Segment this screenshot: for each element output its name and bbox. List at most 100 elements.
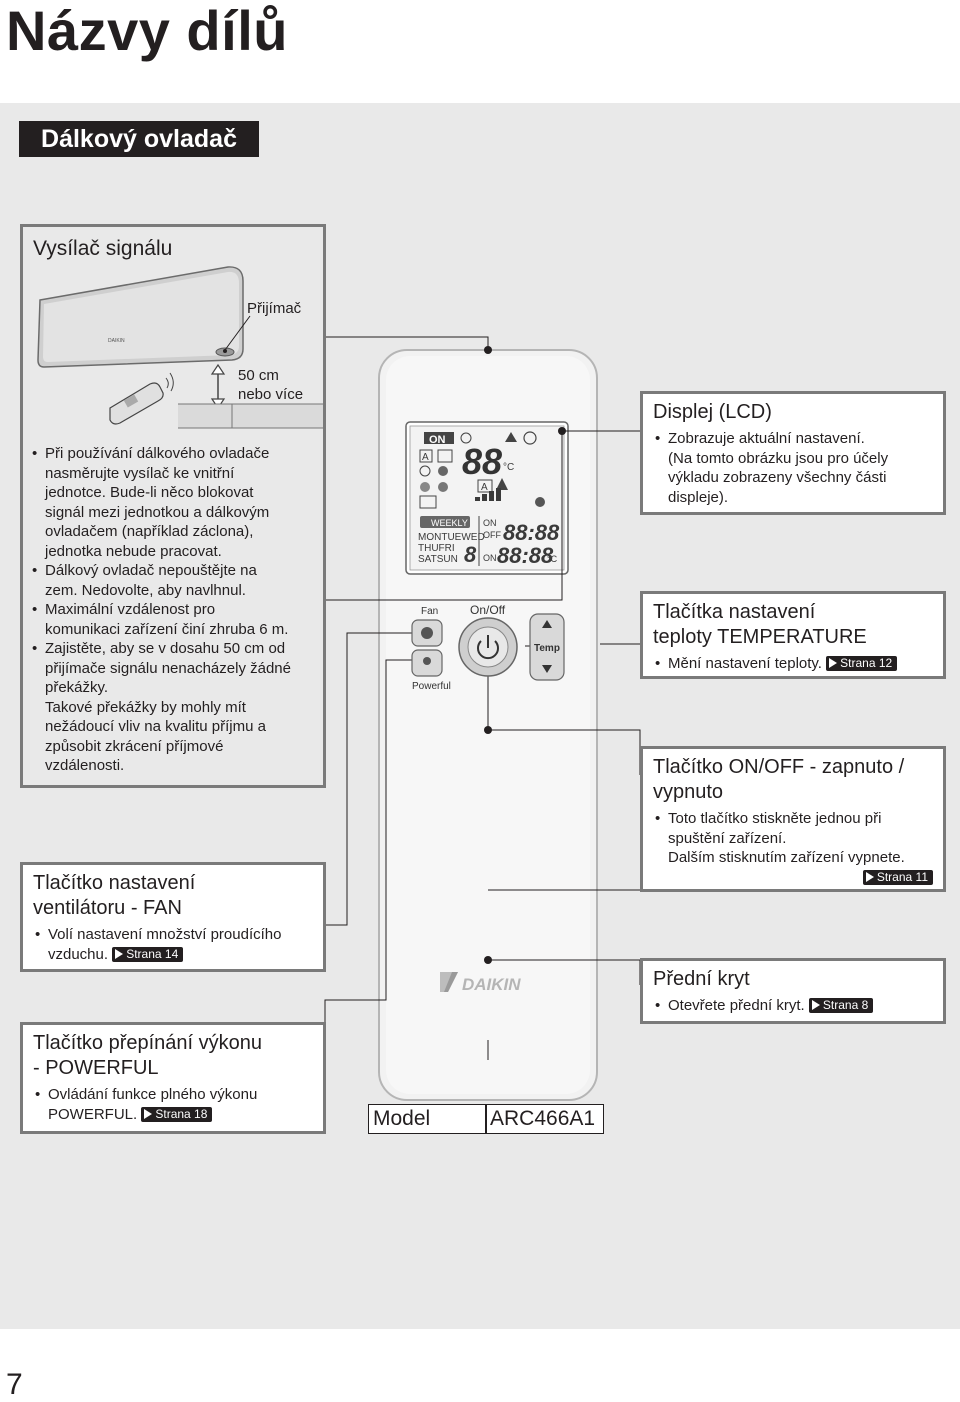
text-line: Zobrazuje aktuální nastavení. bbox=[668, 430, 865, 447]
handheld-remote-illustration bbox=[109, 372, 174, 425]
signal-bullet-1: Při používání dálkového ovladače nasměru… bbox=[30, 444, 322, 561]
signal-heading: Vysílač signálu bbox=[33, 237, 173, 260]
model-divider bbox=[485, 1105, 487, 1133]
powerful-heading-2: - POWERFUL bbox=[33, 1057, 159, 1079]
onoff-heading-2: vypnuto bbox=[653, 781, 724, 803]
arrow-icon bbox=[144, 1108, 153, 1119]
remote-buttons: Fan Powerful On/Off Temp DAIKIN bbox=[411, 603, 565, 994]
ref-text: Strana 14 bbox=[126, 946, 179, 961]
text-line: spuštění zařízení. bbox=[668, 829, 787, 847]
model-label: Model bbox=[373, 1107, 431, 1130]
text-line: Zajistěte, aby se v dosahu 50 cm od bbox=[45, 640, 286, 657]
temperature-heading-2: teploty TEMPERATURE bbox=[653, 626, 867, 648]
signal-bullet-3: Maximální vzdálenost pro komunikaci zaří… bbox=[30, 600, 322, 639]
text-line: Mění nastavení teploty. bbox=[668, 655, 822, 672]
model-box: Model ARC466A1 bbox=[368, 1104, 604, 1134]
display-callout-box: Displej (LCD) Zobrazuje aktuální nastave… bbox=[640, 391, 946, 515]
powerful-heading-1: Tlačítko přepínání výkonu bbox=[33, 1032, 263, 1054]
text-line: vzduchu. bbox=[48, 945, 109, 963]
lcd-day-digit: 8 bbox=[464, 542, 477, 567]
powerful-label: Powerful bbox=[412, 681, 451, 692]
arrow-icon bbox=[115, 948, 124, 959]
fan-heading-1: Tlačítko nastavení bbox=[33, 872, 196, 894]
fan-callout-box: Tlačítko nastavení ventilátoru - FAN Vol… bbox=[20, 862, 326, 972]
text-line: nasměrujte vysílač ke vnitřní bbox=[45, 464, 235, 482]
distance-label: 50 cm nebo více bbox=[238, 366, 303, 404]
text-line: překážky. bbox=[45, 679, 109, 696]
text-line: přijímače signálu nenacházely žádné bbox=[45, 659, 291, 677]
text-line: Při používání dálkového ovladače bbox=[45, 445, 270, 462]
arrow-icon bbox=[865, 871, 874, 882]
ref-text: Strana 12 bbox=[840, 656, 893, 670]
unit-brand-label: DAIKIN bbox=[108, 338, 125, 344]
text-line: způsobit zkrácení příjmové bbox=[45, 737, 224, 755]
temperature-heading-1: Tlačítka nastavení bbox=[653, 601, 816, 623]
powerful-page-ref: Strana 18 bbox=[141, 1106, 213, 1122]
text-line: jednotka nebude pracovat. bbox=[45, 542, 222, 560]
signal-transmitter-box: Vysílač signálu bbox=[20, 224, 326, 788]
lcd-on-text: ON bbox=[429, 434, 446, 446]
lcd-on-small: ON bbox=[483, 518, 497, 528]
text-line: displeje). bbox=[668, 488, 729, 506]
lcd-time-2: 88:88 bbox=[497, 543, 554, 568]
onoff-label: On/Off bbox=[470, 603, 506, 617]
temperature-callout-box: Tlačítka nastavení teploty TEMPERATURE M… bbox=[640, 591, 946, 679]
ref-text: Strana 11 bbox=[876, 869, 928, 884]
ref-text: Strana 8 bbox=[822, 998, 869, 1012]
receiver-label: Přijímač bbox=[247, 300, 302, 317]
text-line: ovladačem (například záclona), bbox=[45, 523, 254, 540]
fan-bullet: Volí nastavení množství proudícího vzduc… bbox=[33, 925, 313, 964]
front-bullet: Otevřete přední kryt. Strana 8 bbox=[653, 996, 933, 1016]
lcd-time-1: 88:88 bbox=[503, 520, 560, 545]
lcd-mode-a2: A bbox=[481, 482, 488, 493]
text-line: nežádoucí vliv na kvalitu příjmu a bbox=[45, 718, 266, 735]
fan-heading-2: ventilátoru - FAN bbox=[33, 897, 182, 919]
display-heading: Displej (LCD) bbox=[653, 401, 772, 423]
text-line: výkladu zobrazeny všechny části bbox=[668, 469, 887, 486]
powerful-bullet: Ovládání funkce plného výkonu POWERFUL. … bbox=[33, 1085, 313, 1124]
text-line: jednotce. Bude-li něco blokovat bbox=[45, 484, 254, 501]
text-line: Toto tlačítko stiskněte jednou při bbox=[668, 810, 882, 827]
temperature-bullet: Mění nastavení teploty. Strana 12 bbox=[653, 654, 933, 674]
lcd-temp-unit: °C bbox=[503, 462, 514, 473]
ref-text: Strana 18 bbox=[155, 1106, 208, 1121]
signal-bullet-4: Zajistěte, aby se v dosahu 50 cm od přij… bbox=[30, 639, 322, 776]
signal-bullet-2: Dálkový ovladač nepouštějte na zem. Nedo… bbox=[30, 561, 322, 600]
text-line: zem. Nedovolte, aby navlhnul. bbox=[45, 581, 246, 599]
onoff-page-ref: Strana 11 bbox=[862, 869, 933, 885]
display-bullet: Zobrazuje aktuální nastavení. (Na tomto … bbox=[653, 429, 933, 507]
arrow-icon bbox=[829, 658, 838, 668]
lcd-display: ON A 88 °C A WEEKLY MONTUEWED THUFRI SAT… bbox=[418, 431, 560, 568]
front-page-ref: Strana 8 bbox=[808, 998, 874, 1013]
spacer bbox=[23, 300, 323, 301]
arrow-icon bbox=[811, 1000, 820, 1010]
text-line: vzdálenosti. bbox=[45, 757, 125, 774]
onoff-bullet: Toto tlačítko stiskněte jednou při spušt… bbox=[653, 809, 933, 868]
lcd-unit-2: °C bbox=[547, 554, 558, 564]
page-title: Názvy dílů bbox=[6, 0, 288, 62]
temperature-page-ref: Strana 12 bbox=[826, 656, 898, 671]
text-line: Volí nastavení množství proudícího bbox=[48, 926, 282, 943]
section-title: Dálkový ovladač bbox=[19, 121, 259, 157]
onoff-callout-box: Tlačítko ON/OFF - zapnuto / vypnuto Toto… bbox=[640, 746, 946, 892]
lcd-mode-a: A bbox=[422, 452, 429, 463]
lcd-days-1: MONTUEWED bbox=[418, 532, 485, 543]
text-line: Takové překážky by mohly mít bbox=[45, 698, 246, 716]
temp-label: Temp bbox=[534, 643, 560, 654]
fan-page-ref: Strana 14 bbox=[112, 946, 184, 962]
distance-line-1: 50 cm bbox=[238, 367, 279, 384]
fan-label: Fan bbox=[421, 606, 438, 617]
signal-bullets: Při používání dálkového ovladače nasměru… bbox=[30, 444, 322, 776]
distance-arrow bbox=[178, 363, 326, 429]
lcd-on-2: ON bbox=[483, 553, 497, 563]
remote-brand-logo: DAIKIN bbox=[462, 975, 521, 994]
front-cover-callout-box: Přední kryt Otevřete přední kryt. Strana… bbox=[640, 958, 946, 1024]
front-heading: Přední kryt bbox=[653, 968, 750, 990]
text-line: Otevřete přední kryt. bbox=[668, 997, 805, 1014]
text-line: Maximální vzdálenost pro bbox=[45, 601, 216, 618]
text-line: signál mezi jednotkou a dálkovým bbox=[45, 503, 270, 521]
lcd-days-3: SATSUN bbox=[418, 554, 458, 565]
powerful-callout-box: Tlačítko přepínání výkonu - POWERFUL Ovl… bbox=[20, 1022, 326, 1134]
text-line: komunikaci zařízení činí zhruba 6 m. bbox=[45, 620, 289, 638]
